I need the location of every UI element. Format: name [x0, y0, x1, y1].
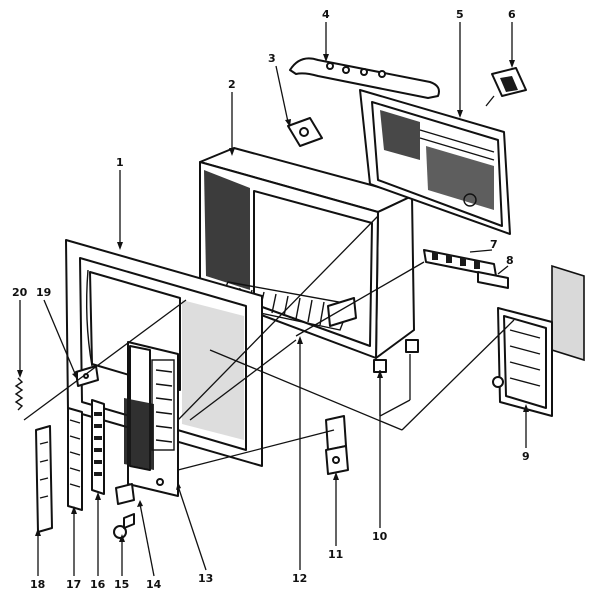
key-button-strip [91, 399, 105, 495]
spring-part [14, 377, 24, 411]
bracket-part [287, 117, 323, 147]
callout-5: 5 [456, 8, 464, 21]
connector-plug [485, 67, 527, 107]
cable-rail [289, 57, 440, 99]
callout-labels: 1 2 3 4 5 6 7 8 9 10 11 12 13 14 15 16 1… [12, 8, 530, 591]
callout-17: 17 [66, 578, 81, 591]
control-panel-board [124, 341, 179, 497]
knob-part [113, 513, 135, 539]
cabinet-shell [199, 147, 415, 359]
door-cover [35, 425, 53, 533]
small-plate [75, 365, 99, 387]
callout-12: 12 [292, 572, 307, 585]
callout-3: 3 [268, 52, 276, 65]
rear-cover [359, 89, 511, 235]
callout-16: 16 [90, 578, 106, 591]
callout-leaders [17, 22, 529, 577]
callout-11: 11 [328, 548, 343, 561]
callout-7: 7 [490, 238, 498, 251]
callout-18: 18 [30, 578, 45, 591]
button-panel [67, 407, 83, 511]
callout-19: 19 [36, 286, 51, 299]
callout-8: 8 [506, 254, 514, 267]
callout-2: 2 [228, 78, 236, 91]
cabinet-feet [373, 339, 419, 373]
assembly-lines [23, 215, 515, 471]
callout-6: 6 [508, 8, 516, 21]
bracket-eleven [325, 415, 349, 475]
small-bracket-fourteen [115, 483, 135, 505]
small-clip [477, 271, 509, 289]
callout-20: 20 [12, 286, 28, 299]
terminal-strip [423, 249, 497, 277]
side-circuit-board [492, 264, 585, 417]
callout-14: 14 [146, 578, 162, 591]
callout-15: 15 [114, 578, 129, 591]
callout-4: 4 [322, 8, 330, 21]
callout-10: 10 [372, 530, 388, 543]
callout-1: 1 [116, 156, 124, 169]
callout-9: 9 [522, 450, 530, 463]
callout-13: 13 [198, 572, 213, 585]
